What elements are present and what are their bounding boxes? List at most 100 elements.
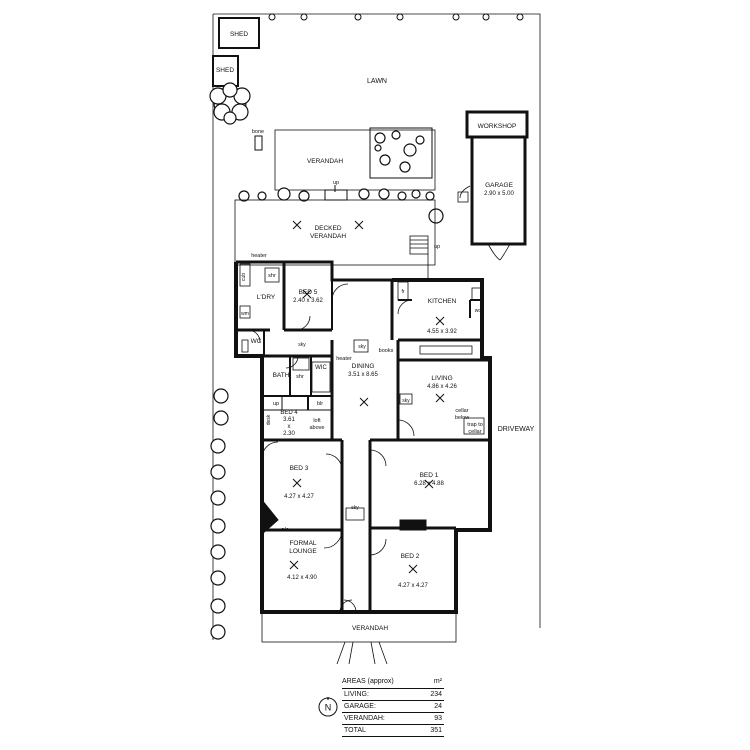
bone-label: bone	[252, 129, 264, 135]
formal-label-1: FORMAL	[289, 540, 316, 547]
areas-row-value: 93	[434, 715, 442, 722]
trap-label-2: cellar	[468, 429, 481, 435]
garage-building	[457, 110, 529, 261]
formal-label-2: LOUNGE	[289, 548, 317, 555]
areas-row-verandah: VERANDAH: 93	[342, 712, 444, 724]
areas-row-label: LIVING:	[344, 691, 369, 698]
workshop-label: WORKSHOP	[478, 123, 517, 130]
wic-label: WIC	[315, 365, 327, 371]
sky-label-1: sky	[298, 342, 306, 348]
cellar-label-2: below	[455, 415, 469, 421]
shed-label-2: SHED	[216, 67, 234, 74]
boundary-trees	[268, 13, 524, 21]
kitchen-label: KITCHEN	[428, 298, 457, 305]
laundry-label: L'DRY	[257, 294, 276, 301]
bed2-dims: 4.27 x 4.27	[398, 583, 428, 589]
shr-label-2: shr	[296, 374, 304, 380]
living-dims: 4.86 x 4.26	[427, 384, 457, 390]
verandah-rear-label: VERANDAH	[307, 158, 343, 165]
areas-title: AREAS (approx)	[342, 678, 394, 685]
sky-label-3: sky	[402, 398, 410, 404]
up-label-1: up	[333, 180, 339, 186]
dining-label: DINING	[352, 363, 375, 370]
fixtures	[239, 263, 485, 521]
side-trees	[210, 388, 229, 640]
bed5-label: BED 5	[299, 289, 318, 296]
door-swings	[247, 283, 415, 613]
heater-label-2: heater	[336, 356, 352, 362]
areas-row-label: VERANDAH:	[344, 715, 385, 722]
decked-label-2: VERANDAH	[310, 233, 346, 240]
cellar-label-1: cellar	[455, 408, 468, 414]
cub-label: cub	[241, 273, 247, 281]
trap-label-1: trap to	[467, 422, 483, 428]
lawn-label: LAWN	[367, 78, 387, 85]
bed4-dim-3: 2.30	[283, 431, 295, 437]
heater-label-1: heater	[251, 253, 267, 259]
north-label: N	[325, 703, 332, 713]
garage-dims: 2.90 x 5.00	[484, 191, 514, 197]
property-boundary	[212, 13, 541, 640]
areas-row-value: 234	[430, 691, 442, 698]
areas-row-value: 351	[430, 727, 442, 734]
shed-label-1: SHED	[230, 31, 248, 38]
bath-label: BATH	[273, 372, 290, 379]
room-labels: SHED SHED LAWN WORKSHOP GARAGE 2.90 x 5.…	[216, 31, 535, 632]
verandah-front-label: VERANDAH	[352, 625, 388, 632]
up-label-2: up	[434, 244, 440, 250]
deck-stairs	[409, 235, 429, 255]
rear-steps	[324, 189, 348, 201]
bed1-dims: 6.28 x 4.88	[414, 481, 444, 487]
areas-row-garage: GARAGE: 24	[342, 700, 444, 712]
tree-large	[209, 82, 251, 125]
areas-header: AREAS (approx) m²	[342, 676, 444, 688]
bone-shape	[254, 135, 263, 151]
bed2-label: BED 2	[401, 553, 420, 560]
ac-label: a/c	[281, 527, 289, 533]
bed4-label: BED 4	[280, 410, 298, 416]
bed5-dims: 2.40 x 3.62	[293, 298, 323, 304]
bed4-dim-2: x	[288, 424, 291, 430]
areas-row-value: 24	[434, 703, 442, 710]
up-label-3: up	[273, 401, 279, 407]
bed1-label: BED 1	[420, 472, 439, 479]
front-verandah	[261, 611, 457, 643]
areas-unit: m²	[433, 678, 442, 685]
fr-label: fr	[401, 289, 404, 295]
wm-label: wm	[241, 311, 249, 317]
loft-label-1: loft	[313, 418, 321, 424]
blr-label: blr	[317, 401, 323, 407]
areas-row-label: GARAGE:	[344, 703, 376, 710]
desk-label: desk	[266, 414, 272, 425]
bed3-dims: 4.27 x 4.27	[284, 494, 314, 500]
garden-bed	[369, 127, 433, 179]
living-label: LIVING	[431, 375, 452, 382]
shrub-row	[238, 187, 444, 224]
decked-verandah	[234, 199, 436, 266]
areas-table: AREAS (approx) m² LIVING: 234 GARAGE: 24…	[342, 676, 444, 737]
driveway-label: DRIVEWAY	[498, 426, 535, 433]
loft-label-2: above	[310, 425, 325, 431]
areas-row-total: TOTAL 351	[342, 724, 444, 737]
garden-shrubs	[374, 130, 425, 173]
dining-dims: 3.51 x 8.65	[348, 372, 378, 378]
wc-label: WC	[251, 338, 262, 345]
rear-verandah	[274, 129, 436, 191]
north-arrow-icon: N	[318, 697, 338, 717]
books-label: books	[379, 348, 394, 354]
areas-row-living: LIVING: 234	[342, 688, 444, 700]
ceiling-fans	[289, 220, 445, 574]
sky-label-4: sky	[351, 505, 359, 511]
kitchen-dims: 4.55 x 3.92	[427, 329, 457, 335]
front-steps	[336, 641, 388, 665]
formal-dims: 4.12 x 4.90	[287, 575, 317, 581]
wo-label: wo	[475, 308, 482, 314]
bed3-label: BED 3	[290, 465, 309, 472]
shed-top	[218, 17, 260, 49]
areas-row-label: TOTAL	[344, 727, 366, 734]
sky-label-2: sky	[358, 344, 366, 350]
house-walls	[234, 260, 492, 614]
shr-label-1: shr	[268, 273, 276, 279]
decked-label-1: DECKED	[314, 225, 341, 232]
